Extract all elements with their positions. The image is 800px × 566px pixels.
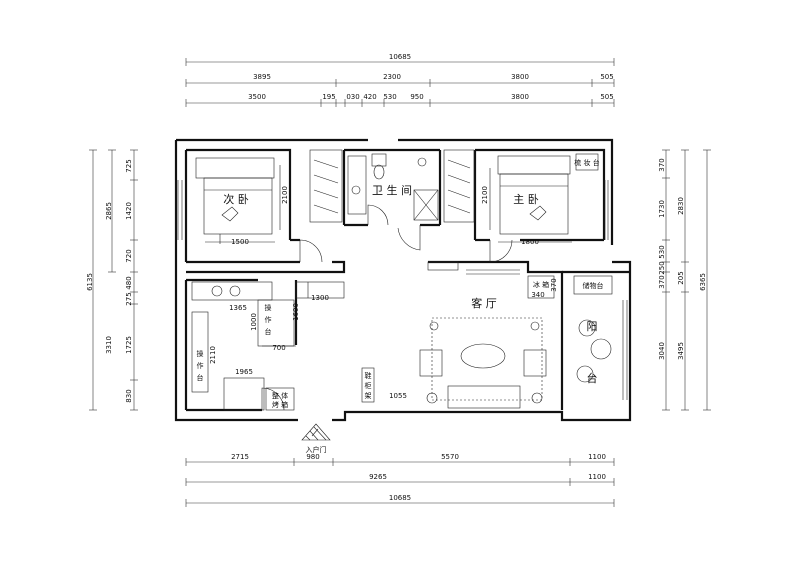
dim-right-u0: 370 [658, 158, 666, 171]
dim-right-u3: 250 [658, 261, 666, 274]
dim-int-5: 1365 [229, 304, 247, 312]
dim-top-r2-2: 030 [346, 93, 359, 101]
dim-int-6: 1000 [250, 313, 258, 331]
room-living: 客 厅 [471, 296, 497, 310]
dim-right-overall: 6365 [699, 273, 707, 291]
dim-bottom-r2-0: 9265 [369, 473, 387, 481]
counter-top-2: 台 [265, 327, 272, 336]
top-dimensions [185, 58, 615, 107]
dim-left-u2: 720 [125, 249, 133, 262]
bottom-dimensions [185, 458, 615, 507]
left-dimensions [89, 149, 138, 411]
kitchen-fixtures [191, 281, 345, 411]
bathroom-fixtures [347, 153, 439, 221]
dim-int-7: 1600 [292, 303, 300, 321]
dim-top-overall: 10685 [389, 53, 411, 61]
dim-bottom-r1-2: 5570 [441, 453, 459, 461]
dim-top-r1-2: 3800 [511, 73, 529, 81]
dim-right-l0: 3040 [658, 342, 666, 360]
dim-top-r2-6: 3800 [511, 93, 529, 101]
storage-right: 储物台 [583, 281, 604, 290]
study-right: 梳 妆 台 [574, 158, 599, 167]
bedroom2-furniture [195, 157, 281, 244]
dim-bottom-r2-1: 1100 [588, 473, 606, 481]
dim-top-r2-1: 195 [322, 93, 335, 101]
fridge-label-1: 烤 箱 [272, 400, 288, 409]
dim-top-r2-0: 3500 [248, 93, 266, 101]
room-master: 主 卧 [513, 193, 539, 206]
room-bathroom: 卫 生 间 [372, 183, 412, 197]
dim-right-upper-total: 2830 [677, 197, 685, 215]
dim-int-1: 1500 [231, 238, 249, 246]
windows [177, 180, 628, 400]
dim-top-r2-7: 505 [600, 93, 613, 101]
dim-left-l1: 275 [125, 292, 133, 305]
dim-bottom-r1-1: 980 [306, 453, 319, 461]
walls [174, 138, 632, 422]
shoe-2: 架 [365, 392, 372, 400]
dim-int-9: 2110 [209, 346, 217, 364]
dim-int-3: 1800 [521, 238, 539, 246]
counter-left-1: 作 [197, 361, 204, 370]
entrance-hatch [301, 423, 331, 441]
dim-bottom-r1-3: 1100 [588, 453, 606, 461]
dim-right-lower-total: 3495 [677, 342, 685, 360]
counter-left-2: 台 [197, 373, 204, 382]
shoe-0: 鞋 [365, 371, 372, 380]
fridge-label-0: 整 体 [272, 391, 288, 400]
doors [261, 204, 513, 411]
dim-bottom-r1-0: 2715 [231, 453, 249, 461]
dim-left-upper-total: 2865 [105, 202, 113, 220]
dim-right-u1: 1730 [658, 200, 666, 218]
dim-left-l3: 1725 [125, 336, 133, 354]
closet-hatching [313, 159, 471, 214]
room-balcony-top: 阳 [587, 320, 598, 333]
dim-right-m0: 370 [658, 275, 666, 288]
shoe-1: 柜 [365, 381, 372, 390]
dim-right-m1: 205 [677, 271, 685, 284]
entrance-label: 入户门 [306, 445, 327, 454]
dim-top-r1-3: 505 [600, 73, 613, 81]
dim-top-r2-4: 530 [383, 93, 396, 101]
dim-left-l0: 480 [125, 276, 133, 289]
dim-int-8: 700 [272, 344, 285, 352]
dim-int-10: 1965 [235, 368, 253, 376]
room-bedroom2: 次 卧 [223, 192, 249, 206]
dim-int-4: 1300 [311, 294, 329, 302]
dim-left-u1: 1420 [125, 202, 133, 220]
balcony-fixtures [573, 275, 613, 383]
dim-top-r2-5: 950 [410, 93, 423, 101]
dim-int-2: 2100 [481, 186, 489, 204]
right-dimensions [662, 149, 711, 411]
dim-int-11: 340 [531, 291, 544, 299]
dim-left-l4: 830 [125, 389, 133, 402]
living-furniture [361, 275, 555, 409]
counter-left-0: 操 [197, 349, 204, 358]
dim-left-l2: 3310 [105, 336, 113, 354]
dim-bottom-overall: 10685 [389, 494, 411, 502]
dim-left-u0: 725 [125, 159, 133, 172]
dim-int-13: 1055 [389, 392, 407, 400]
dim-int-12: 370 [550, 278, 558, 291]
dim-left-overall: 6135 [86, 273, 94, 291]
dim-top-r2-3: 420 [363, 93, 376, 101]
room-balcony-bottom: 台 [587, 371, 598, 385]
dim-int-0: 2100 [281, 186, 289, 204]
dim-top-r1-0: 3895 [253, 73, 271, 81]
dim-right-u2: 530 [658, 245, 666, 258]
dim-top-r1-1: 2300 [383, 73, 401, 81]
counter-top-1: 作 [265, 315, 272, 324]
counter-top-0: 操 [265, 303, 272, 312]
master-furniture [489, 153, 599, 243]
cabinet-small: 冰 箱 [533, 280, 549, 289]
